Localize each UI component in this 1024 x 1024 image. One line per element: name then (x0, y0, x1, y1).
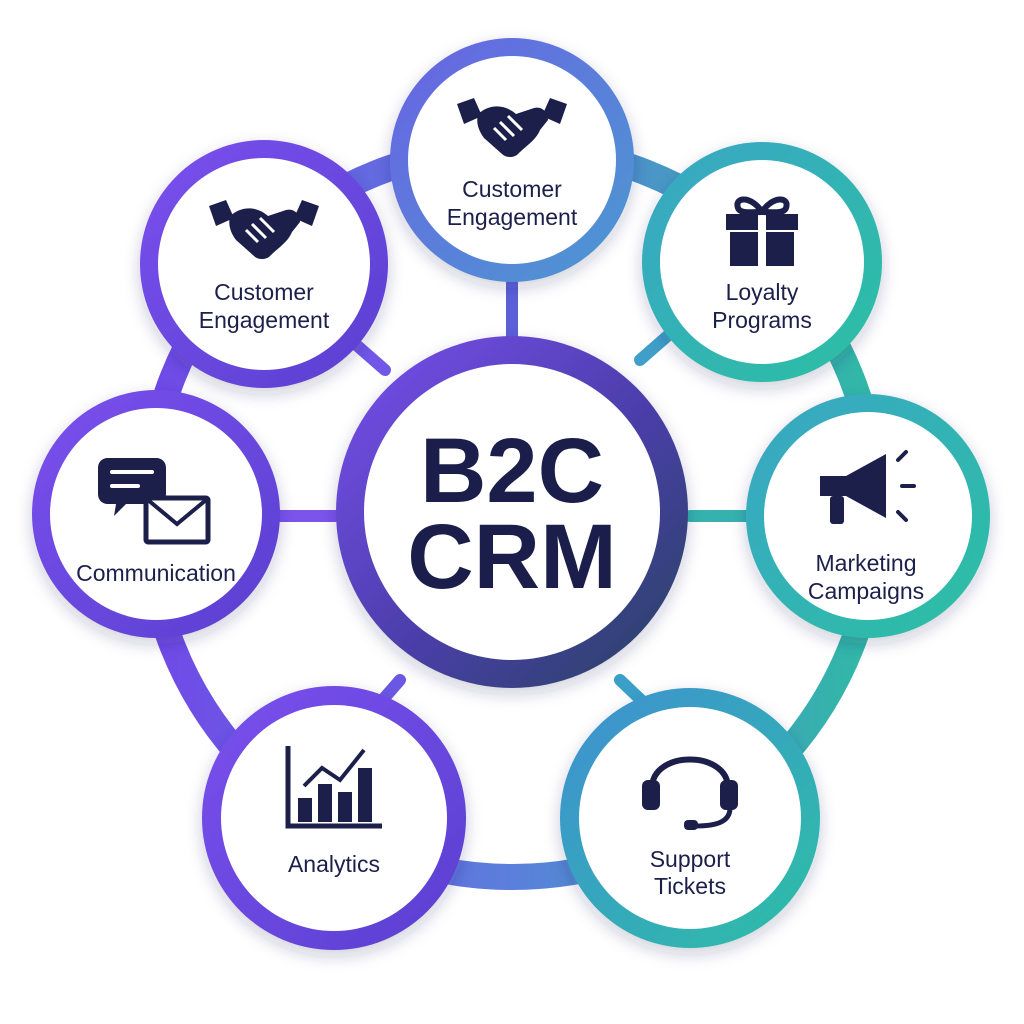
node-customer-engagement-left: Customer Engagement (140, 140, 388, 388)
gift-icon (726, 196, 798, 266)
megaphone-icon (820, 450, 916, 524)
node-label-line1: Customer (462, 176, 562, 202)
node-support-tickets: Support Tickets (560, 688, 820, 948)
node-customer-engagement-top: Customer Engagement (390, 38, 634, 282)
node-label-line1: Communication (76, 560, 236, 586)
center-hub: B2C CRM (336, 336, 688, 688)
node-label-line1: Loyalty (726, 279, 799, 305)
chat-envelope-icon (98, 458, 211, 545)
headset-icon (642, 756, 738, 830)
node-label-line2: Campaigns (808, 578, 924, 604)
node-label-line1: Support (650, 846, 731, 872)
handshake-icon (209, 200, 319, 259)
node-label-line1: Customer (214, 279, 314, 305)
center-title-line2: CRM (407, 506, 617, 608)
node-label-line1: Analytics (288, 851, 380, 877)
node-marketing-campaigns: Marketing Campaigns (746, 394, 990, 638)
node-communication: Communication (32, 390, 280, 638)
bar-chart-icon (285, 746, 382, 829)
node-label-line1: Marketing (816, 550, 917, 576)
center-title-line1: B2C (420, 420, 604, 522)
node-label-line2: Programs (712, 307, 812, 333)
handshake-icon (457, 98, 567, 157)
node-analytics: Analytics (202, 686, 466, 950)
node-label-line2: Engagement (199, 307, 330, 333)
node-label-line2: Tickets (654, 873, 726, 899)
node-loyalty-programs: Loyalty Programs (642, 142, 882, 382)
node-label-line2: Engagement (447, 204, 578, 230)
